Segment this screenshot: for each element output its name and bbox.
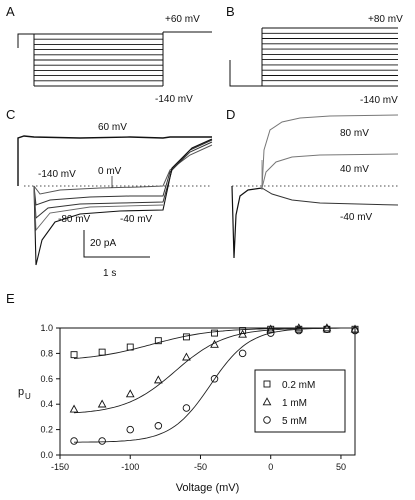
panel-a-top-voltage: +60 mV [165,14,200,25]
data-point-circle [126,425,134,434]
data-point-triangle [350,324,360,333]
panel-b-bottom-voltage: -140 mV [360,95,398,106]
y-tick-label: 0.6 [40,374,53,384]
y-tick-label: 0.8 [40,348,53,358]
x-tick-label: -150 [51,462,69,472]
legend-marker-triangle [262,397,272,406]
panel-c-label-neg140mv: -140 mV [38,169,76,180]
y-tick-label: 0.0 [40,450,53,460]
scale-bar-time: 1 s [103,268,116,279]
data-point-square [182,333,190,341]
y-tick-label: 0.4 [40,399,53,409]
panel-d: D 80 mV 40 mV -40 mV [226,107,399,259]
data-point-triangle [322,323,332,332]
panel-c-label-0mv: 0 mV [98,166,122,177]
chart-e: -150 -100 -50 0 50 0.0 0.2 0.4 0.6 0.8 1.0Voltage … [18,323,360,494]
panel-b-top-voltage: +80 mV [368,14,403,25]
panel-a-holding-line [17,31,212,86]
data-point-circle [154,422,163,430]
y-axis-label: p [18,386,24,398]
y-axis-label-subscript: U [25,392,31,401]
data-point-triangle [125,389,135,398]
data-point-circle [70,437,78,445]
data-point-triangle [69,404,79,413]
fit-curve-circle [74,327,355,443]
panel-c-label-neg40mv: -40 mV [120,214,153,225]
panel-b-label: B [226,4,235,19]
x-tick-label: -100 [121,462,139,472]
panel-d-label-80mv: 80 mV [340,128,369,139]
panel-a: A +60 mV -140 mV [6,4,212,105]
panel-c-label: C [6,107,15,122]
data-point-square [70,351,78,359]
data-point-triangle [210,339,219,348]
legend-entry-label: 0.2 mM [282,380,315,391]
data-point-triangle [266,324,276,333]
legend-entry-label: 1 mM [282,398,307,409]
panel-d-transient [231,185,263,259]
panel-c-trace-mid [33,185,164,232]
panel-d-trace-neg40mv [261,187,399,206]
data-point-circle [295,326,303,335]
data-point-triangle [238,329,247,338]
data-point-circle [238,349,247,358]
x-tick-label: 0 [268,462,273,472]
y-tick-label: 1.0 [40,323,53,333]
panel-b-voltage-steps [262,27,398,87]
panel-b: B +80 mV -140 mV [226,4,403,106]
panel-c-label-neg80mv: -80 mV [58,214,91,225]
x-tick-label: -50 [194,462,207,472]
data-point-triangle [153,375,163,384]
data-point-square [211,329,218,337]
data-point-circle [351,326,359,335]
plot-frame [59,327,356,456]
panel-e: E -150 -100 -50 0 50 0.0 0.2 0.4 0.6 0.8 1.0Voltag… [6,291,360,494]
data-point-triangle [97,399,107,408]
data-point-circle [266,329,275,337]
panel-b-prepulse [229,28,263,87]
panel-d-label-40mv: 40 mV [340,164,369,175]
panel-a-label: A [6,4,15,19]
panel-c-label-60mv: 60 mV [98,122,127,133]
data-point-square [154,337,162,345]
panel-d-label: D [226,107,235,122]
x-tick-label: 50 [336,462,346,472]
data-point-circle [210,375,219,383]
data-point-triangle [182,352,191,361]
panel-e-label: E [6,291,15,306]
panel-a-voltage-steps [34,33,163,87]
data-point-square [98,348,106,356]
data-point-circle [323,325,331,334]
legend-marker-square [263,380,271,388]
panel-d-trace-40mv [261,153,399,189]
legend-marker-circle [263,416,271,424]
data-point-square [126,343,134,351]
panel-a-bottom-voltage: -140 mV [155,94,193,105]
y-tick-label: 0.2 [40,425,53,435]
legend-entry-label: 5 mM [282,416,307,427]
data-point-circle [182,404,191,412]
panel-c-trace-40mv [33,141,213,206]
scale-bar-current: 20 pA [90,238,116,249]
panel-d-label-neg40mv: -40 mV [340,212,373,223]
panel-c-trace-60mv [17,135,212,186]
panel-c-trace-0mv [33,144,213,195]
x-axis-label: Voltage (mV) [176,482,240,494]
data-point-circle [98,437,106,445]
panel-c-trace-140mv [33,138,213,266]
panel-c: C 60 mV -140 mV 0 mV -80 mV -40 mV 20 pA… [6,107,213,279]
panel-d-trace-80mv [261,114,399,189]
scale-bar [83,230,150,258]
